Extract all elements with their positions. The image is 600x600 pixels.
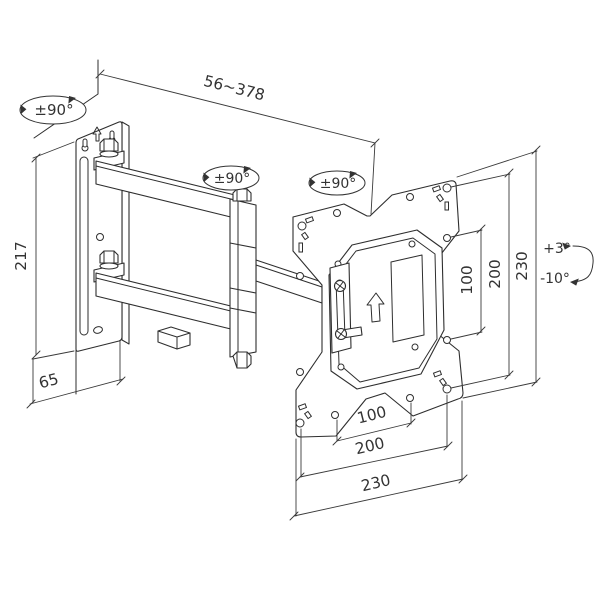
swivel-marker-wall: ±90° xyxy=(19,95,87,125)
swivel-head-label: ±90° xyxy=(320,176,357,192)
tilt-down-label: -10° xyxy=(540,271,570,287)
tilt-up-label: +3° xyxy=(543,241,571,257)
wall-plate-height-label: 217 xyxy=(12,241,30,271)
tilt-marker: +3° -10° xyxy=(540,241,594,287)
upper-hinge-nut xyxy=(99,138,119,158)
swivel-elbow-label: ±90° xyxy=(214,171,251,187)
extension-range-label: 56~378 xyxy=(202,72,267,105)
dimension-plate-height-230: 230 xyxy=(456,145,541,399)
plate-height-230-label: 230 xyxy=(513,251,531,281)
vesa-vertical-200-label: 200 xyxy=(486,259,504,289)
dimension-wall-plate-height: 217 xyxy=(12,141,75,360)
tilt-bracket xyxy=(329,262,363,354)
lower-hinge-nut xyxy=(99,250,119,270)
cable-clip xyxy=(157,326,191,350)
wall-plate-width-label: 65 xyxy=(37,370,61,392)
up-arrow-icon xyxy=(92,126,102,142)
swivel-marker-head: ±90° xyxy=(308,170,366,196)
wall-plate-hole xyxy=(96,233,104,241)
dimension-vesa-vertical-100: 100 xyxy=(450,224,486,340)
tv-plate xyxy=(292,180,464,438)
vesa-horizontal-200-label: 200 xyxy=(353,434,386,458)
dimension-vesa-vertical-200: 200 xyxy=(450,168,514,389)
elbow-top-nut xyxy=(232,188,252,202)
vesa-vertical-100-label: 100 xyxy=(458,265,476,295)
plate-width-230-label: 230 xyxy=(359,471,392,495)
articulating-arms xyxy=(93,138,323,369)
corner-fixing-cluster-top-left xyxy=(297,216,315,253)
swivel-wall-label: ±90° xyxy=(34,101,73,119)
elbow-bottom-nut xyxy=(232,351,252,369)
vesa-mounting-holes xyxy=(296,193,451,419)
corner-fixing-cluster-bottom-left xyxy=(295,403,313,428)
pan-rect-cutout xyxy=(390,254,425,343)
corner-fixing-cluster-bottom-right xyxy=(432,370,452,394)
wall-plate-oval-hole xyxy=(93,326,103,334)
wall-plate-vertical-slot xyxy=(79,156,89,336)
elbow-joint xyxy=(229,188,257,369)
swivel-marker-elbow: ±90° xyxy=(202,165,260,191)
vesa-pan xyxy=(328,229,445,390)
corner-fixing-cluster-top-right xyxy=(431,183,452,211)
up-direction-arrow-icon xyxy=(366,292,385,323)
dimension-wall-plate-width: 65 xyxy=(26,340,126,409)
